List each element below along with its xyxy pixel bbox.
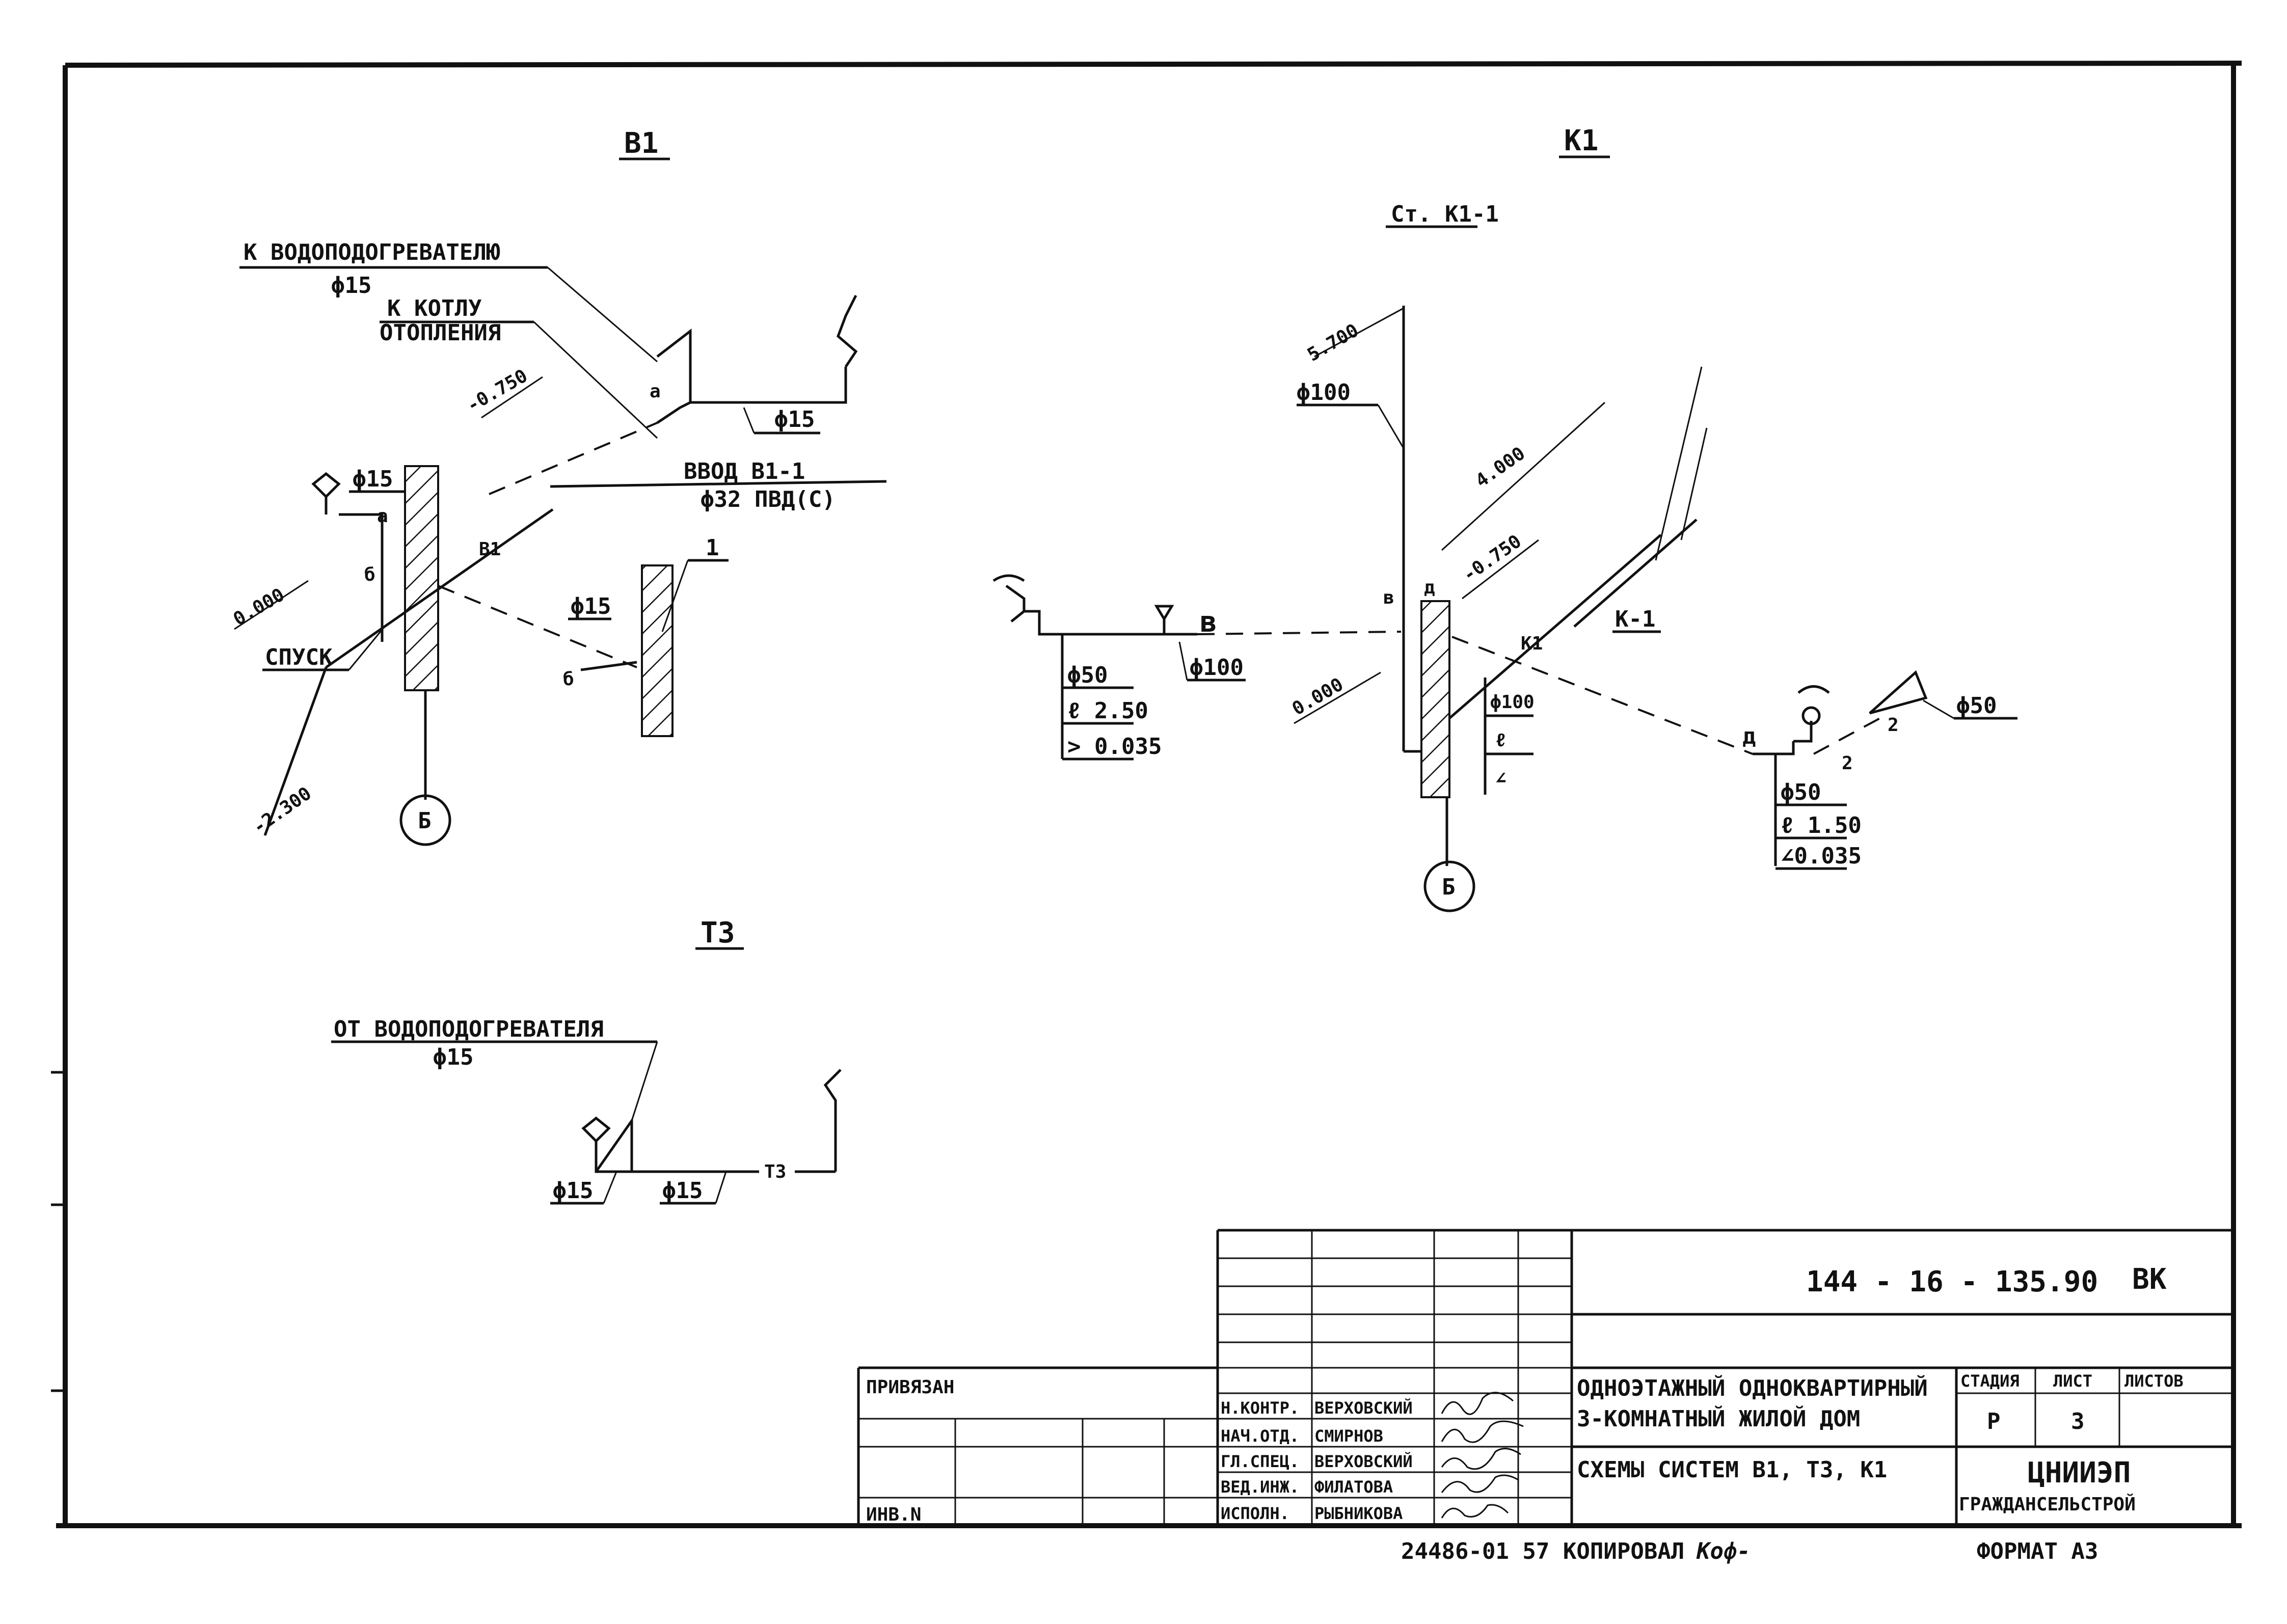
pipe-mark-k1: К1 — [1521, 633, 1543, 654]
mark-1: 1 — [706, 535, 719, 561]
sheet-value: 3 — [2071, 1409, 2085, 1434]
signatures — [1441, 1392, 1524, 1519]
name-2: ВЕРХОВСКИЙ — [1314, 1452, 1413, 1471]
section-code: ВК — [2132, 1263, 2167, 1296]
scheme-k1-title: К1 — [1564, 124, 1598, 157]
dia-b: ϕ15 — [774, 407, 815, 432]
length-label: 4.000 — [1472, 443, 1529, 492]
vert-slope: ∠ — [1495, 768, 1506, 789]
name-1: СМИРНОВ — [1314, 1426, 1383, 1446]
input-dia: ϕ32 ПВД(С) — [701, 486, 836, 512]
riser-label: Ст. К1-1 — [1391, 201, 1499, 227]
point-b: б — [364, 564, 375, 585]
dia-mid-t3: ϕ15 — [662, 1178, 703, 1204]
right-box-2: ∠0.035 — [1781, 843, 1862, 869]
left-box-2: > 0.035 — [1067, 734, 1162, 760]
label-from-heater-dia: ϕ15 — [433, 1044, 473, 1070]
dia-left-t3: ϕ15 — [553, 1178, 593, 1204]
point-2: 2 — [1842, 753, 1853, 774]
role-1: НАЧ.ОТД. — [1221, 1426, 1299, 1446]
sheet-title: СХЕМЫ СИСТЕМ В1, Т3, К1 — [1577, 1457, 1887, 1483]
point-d-right: д — [1742, 723, 1756, 749]
level-zero-b1: 0.000 — [230, 584, 288, 630]
scheme-b1-title: B1 — [624, 127, 658, 160]
title-block: ПРИВЯЗАН ИНВ.N Н.КОНТР. ВЕРХОВСКИЙ НАЧ.О… — [857, 1229, 2234, 1526]
role-0: Н.КОНТР. — [1221, 1398, 1299, 1418]
name-4: РЫБНИКОВА — [1314, 1504, 1403, 1523]
attached-label: ПРИВЯЗАН — [866, 1377, 954, 1398]
org-line-2: ГРАЖДАНСЕЛЬСТРОЙ — [1959, 1494, 2136, 1515]
scheme-t3: Т3 ОТ ВОДОПОДОГРЕВАТЕЛЯ ϕ15 Т3 ϕ15 ϕ15 — [331, 916, 842, 1205]
drawing-frame — [51, 61, 2242, 1528]
sheet-header: ЛИСТ — [2053, 1371, 2092, 1391]
outlet-label: К-1 — [1615, 606, 1655, 632]
sheets-header: ЛИСТОВ — [2124, 1371, 2184, 1391]
inv-label: ИНВ.N — [866, 1504, 921, 1525]
axis-b-right: Б — [1442, 874, 1456, 900]
label-to-boiler-1: К КОТЛУ — [387, 295, 481, 321]
right-box-0: ϕ50 — [1781, 779, 1821, 805]
drain-label: СПУСК — [265, 644, 333, 670]
level-top-k1: 5.700 — [1304, 320, 1362, 366]
axis-b-left: Б — [418, 808, 432, 834]
point-d-k1: д — [1424, 577, 1435, 598]
org-line-1: ЦНИИЭП — [2028, 1456, 2131, 1490]
point-v-k1: в — [1383, 587, 1394, 608]
name-0: ВЕРХОВСКИЙ — [1314, 1398, 1413, 1418]
dia-100: ϕ100 — [1190, 655, 1244, 681]
stage-header: СТАДИЯ — [1960, 1371, 2020, 1391]
project-line-1: ОДНОЭТАЖНЫЙ ОДНОКВАРТИРНЫЙ — [1577, 1374, 1928, 1401]
vert-l: ℓ — [1495, 730, 1506, 751]
stage-value: Р — [1987, 1409, 2001, 1434]
copy-note: 24486-01 57 КОПИРОВАЛ — [1401, 1538, 1684, 1564]
input-label: ВВОД В1-1 — [684, 458, 805, 484]
project-line-2: 3-КОМНАТНЫЙ ЖИЛОЙ ДОМ — [1577, 1405, 1860, 1432]
dia-a: ϕ15 — [353, 466, 393, 492]
vert-dia: ϕ100 — [1490, 692, 1535, 713]
format-label: ФОРМАТ А3 — [1977, 1538, 2098, 1564]
pipe-mark-b1: В1 — [479, 539, 501, 560]
name-3: ФИЛАТОВА — [1314, 1477, 1393, 1497]
scheme-k1: К1 Ст. К1-1 5.700 ϕ100 4.000 К1 К-1 -0.7… — [992, 124, 2017, 912]
point-2b: 2 — [1888, 715, 1899, 736]
dia-riser: ϕ100 — [1297, 380, 1351, 405]
left-box-1: ℓ 2.50 — [1067, 698, 1148, 724]
label-to-heater-dia: ϕ15 — [331, 273, 371, 299]
role-2: ГЛ.СПЕЦ. — [1221, 1452, 1299, 1471]
footer: 24486-01 57 КОПИРОВАЛ Коф- ФОРМАТ А3 — [1401, 1538, 2098, 1564]
doc-code: 144 - 16 - 135.90 — [1806, 1265, 2098, 1298]
point-b-2: б — [563, 669, 574, 690]
right-box-1: ℓ 1.50 — [1781, 813, 1862, 838]
dia-c: ϕ15 — [571, 593, 611, 619]
dia-50-right: ϕ50 — [1956, 693, 1997, 719]
pipe-mark-t3: Т3 — [764, 1161, 786, 1182]
point-a: а — [650, 381, 661, 402]
scheme-b1: B1 К ВОДОПОДОГРЕВАТЕЛЮ ϕ15 К КОТЛУ ОТОПЛ… — [230, 127, 887, 846]
role-3: ВЕД.ИНЖ. — [1221, 1477, 1299, 1497]
point-a-2: а — [377, 506, 388, 527]
scheme-t3-title: Т3 — [701, 916, 735, 950]
left-box-0: ϕ50 — [1067, 662, 1108, 688]
copy-sign: Коф- — [1696, 1538, 1751, 1564]
label-to-boiler-2: ОТОПЛЕНИЯ — [380, 320, 501, 346]
label-from-heater: ОТ ВОДОПОДОГРЕВАТЕЛЯ — [334, 1016, 604, 1042]
label-to-heater: К ВОДОПОДОГРЕВАТЕЛЮ — [244, 239, 500, 265]
role-4: ИСПОЛН. — [1221, 1504, 1289, 1523]
